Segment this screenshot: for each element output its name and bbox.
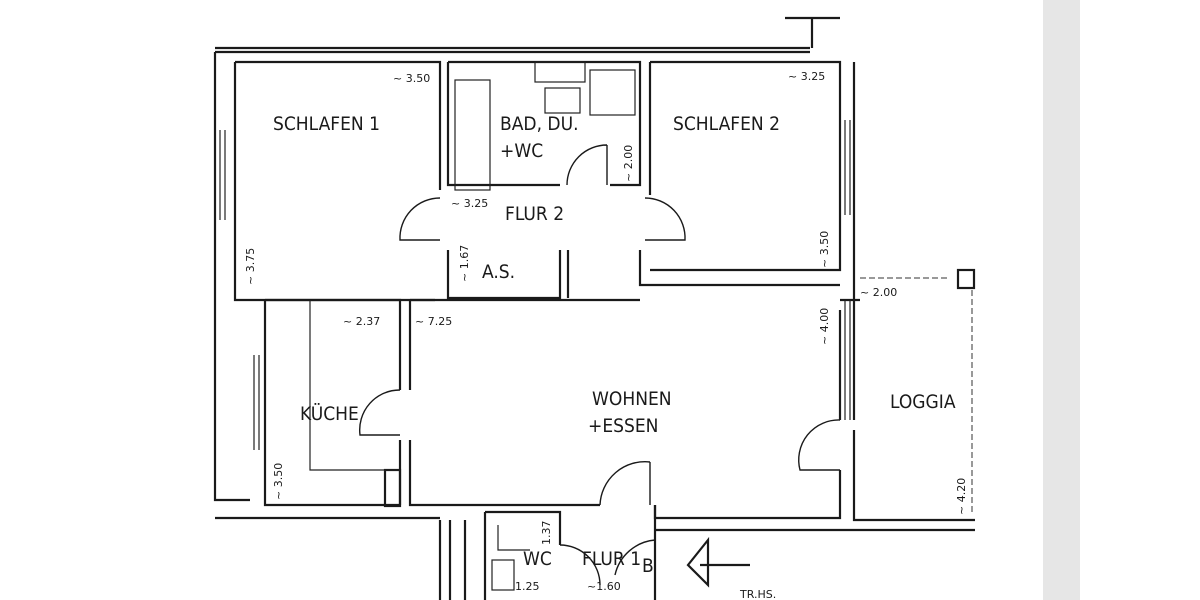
dim-wc-width: 1.25	[515, 580, 540, 593]
dim-schlafen2-width: ~ 3.25	[788, 70, 825, 83]
dim-bad-depth: ~ 2.00	[622, 145, 635, 182]
room-label-wohnen: WOHNEN	[592, 388, 672, 410]
room-label-schlafen-2: SCHLAFEN 2	[673, 113, 780, 135]
dim-schlafen1-depth: ~ 3.75	[244, 248, 257, 285]
entrance-arrow-icon	[686, 536, 750, 588]
dim-wohnen-depth: ~ 4.00	[818, 308, 831, 345]
room-label-bad: BAD, DU.	[500, 113, 579, 135]
label-b: B	[642, 555, 654, 577]
dim-schlafen1-width: ~ 3.50	[393, 72, 430, 85]
room-label-flur-1: FLUR 1	[582, 548, 641, 570]
walls	[213, 16, 976, 600]
dim-loggia-width: ~ 2.00	[860, 286, 897, 299]
dim-schlafen2-depth: ~ 3.50	[818, 231, 831, 268]
room-label-bad-wc: +WC	[500, 140, 543, 162]
room-label-wc: WC	[523, 548, 552, 570]
dim-wohnen-width: ~ 7.25	[415, 315, 452, 328]
room-label-essen: +ESSEN	[588, 415, 658, 437]
dim-loggia-depth: ~ 4.20	[955, 478, 968, 515]
dim-as-depth: ~ 1.67	[458, 245, 471, 282]
doors	[358, 144, 841, 586]
room-label-as: A.S.	[482, 261, 515, 283]
dim-kueche-width: ~ 2.37	[343, 315, 380, 328]
label-treppenhaus: TR.HS.	[739, 588, 776, 600]
room-label-schlafen-1: SCHLAFEN 1	[273, 113, 380, 135]
scan-edge-strip	[1043, 0, 1080, 600]
room-label-loggia: LOGGIA	[890, 391, 956, 413]
dim-flur1-width: ~1.60	[587, 580, 621, 593]
dim-kueche-depth: ~ 3.50	[272, 463, 285, 500]
room-label-flur-2: FLUR 2	[505, 203, 564, 225]
dim-wc-depth: 1.37	[540, 521, 553, 546]
dim-flur2-width: ~ 3.25	[451, 197, 488, 210]
room-label-kueche: KÜCHE	[300, 402, 359, 425]
